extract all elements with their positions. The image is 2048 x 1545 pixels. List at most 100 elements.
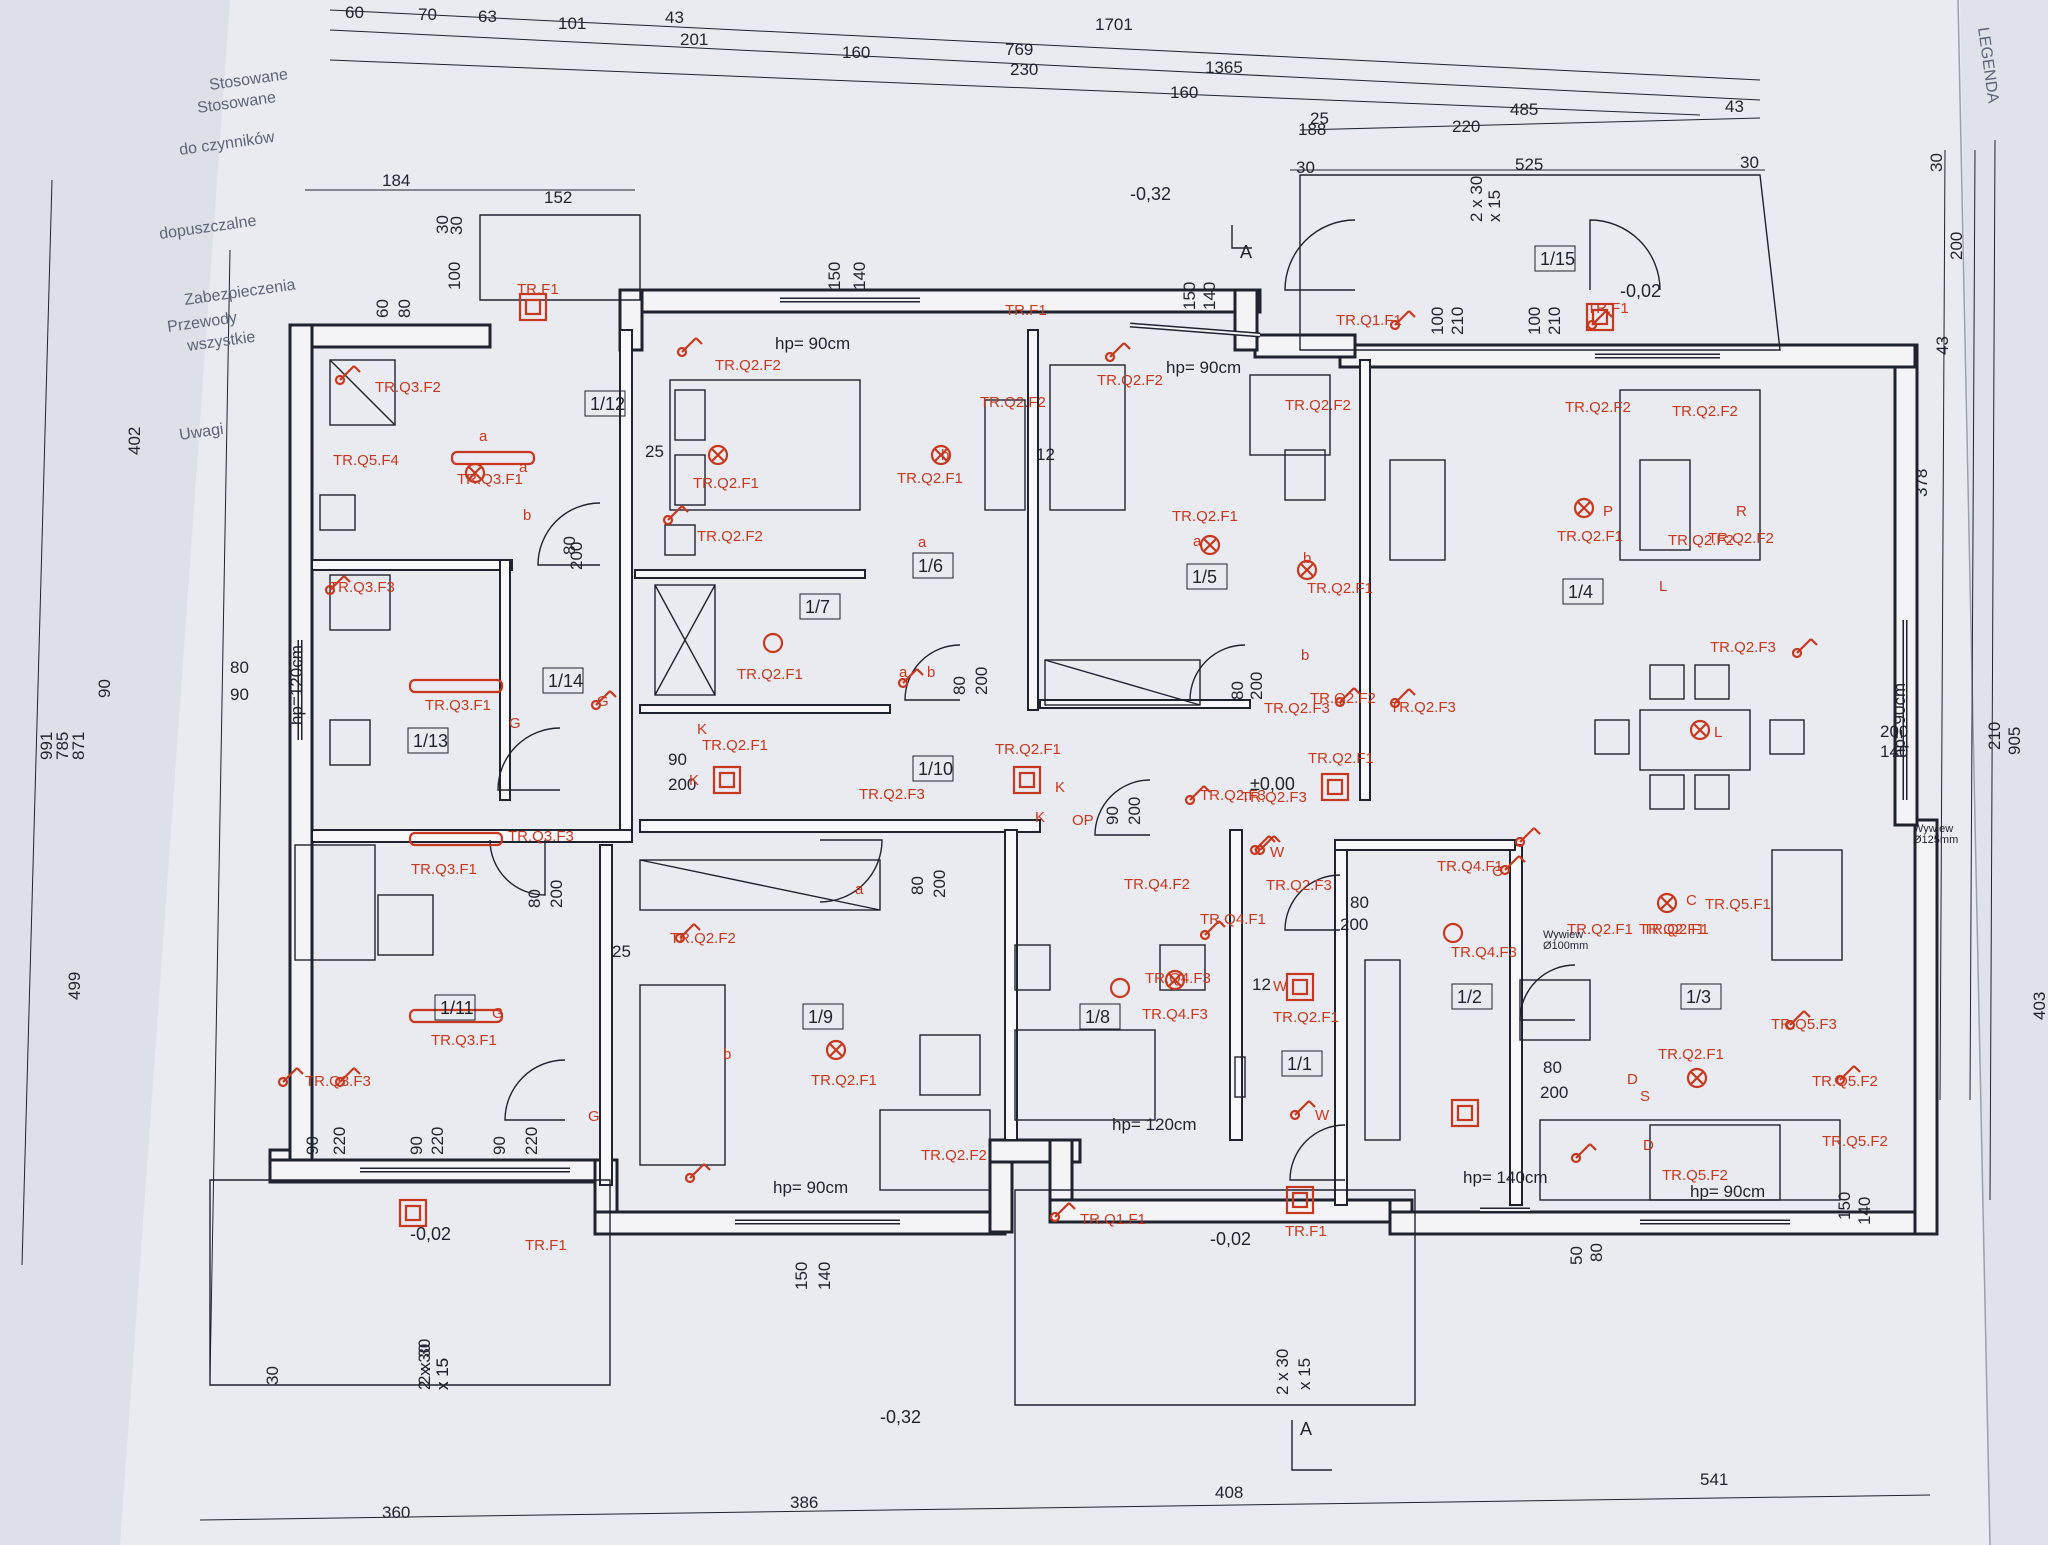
lamp-1_5-x2 <box>1203 538 1217 552</box>
electrical-label-2: TR.F1 <box>1587 300 1629 317</box>
dim-bottom-1: 386 <box>790 1493 818 1512</box>
dim-right-2: 43 <box>1933 336 1952 355</box>
electrical-label-26: TR.Q2.F2 <box>1310 690 1376 707</box>
lamp-1_9-x2 <box>829 1043 843 1057</box>
electrical-label-29: TR.Q2.F2 <box>670 930 736 947</box>
chair-1_5 <box>1284 449 1326 501</box>
iwall-closet-top <box>634 569 866 579</box>
dining-chair-5 <box>1594 719 1630 755</box>
annotation-2: Wywiew <box>1543 929 1583 941</box>
bed-1_6 <box>669 379 861 511</box>
electrical-label-10: TR.Q2.F1 <box>1307 580 1373 597</box>
washer-1_12 <box>319 494 356 531</box>
dim-opening-48: x 15 <box>1295 1358 1314 1390</box>
symbol-letter-7: b <box>523 507 531 524</box>
electrical-label-3: TR.F1 <box>525 1237 567 1254</box>
dim-left-top-1: 152 <box>544 188 572 207</box>
dim-opening-47: 2 x 30 <box>1273 1349 1292 1395</box>
dining-chair-6 <box>1769 719 1805 755</box>
room-label-1: 1/2 <box>1457 987 1482 1007</box>
symbol-letter-18: K <box>1035 809 1045 826</box>
dim-top3-0: 25 <box>1310 109 1329 128</box>
dim-opening-36: 100 <box>1428 307 1447 335</box>
switch-5-dot <box>662 514 674 526</box>
dim-line-right-3 <box>1989 139 1996 1201</box>
shower-1_12 <box>329 359 396 426</box>
electrical-label-47: TR.Q3.F3 <box>329 579 395 596</box>
dim-top2-3: 230 <box>1010 60 1038 79</box>
room-label-8: 1/9 <box>808 1007 833 1027</box>
switch-15-dot <box>1791 647 1803 659</box>
switch-16-dot <box>1784 1019 1796 1031</box>
wall-north-entry <box>1253 333 1357 359</box>
annotation-3: Ø100mm <box>1543 940 1588 952</box>
dim-top1-2: 63 <box>478 7 497 26</box>
junction-1_10-a <box>712 765 742 795</box>
switch-3-dot <box>334 1076 346 1088</box>
dim-top2-1: 160 <box>842 43 870 62</box>
dim-left-0: 991 <box>37 732 56 760</box>
door-swing-1_5 <box>1189 644 1246 701</box>
room-label-11: 1/12 <box>590 394 625 414</box>
room-label-13: 1/14 <box>548 671 583 691</box>
sill-height-1: hp= 90cm <box>1166 358 1241 377</box>
lamp-1_6-b <box>707 444 729 466</box>
dim-left-2: 871 <box>69 732 88 760</box>
dim-top1-0: 60 <box>345 3 364 22</box>
electrical-label-25: TR.Q2.F2 <box>1285 397 1351 414</box>
room-label-12: 1/13 <box>413 731 448 751</box>
dim-opening-1: 140 <box>850 262 869 290</box>
room-box-7 <box>1079 1003 1121 1030</box>
electrical-label-20: TR.Q2.F1 <box>1567 921 1633 938</box>
dim-opening-33: 200 <box>668 775 696 794</box>
electrical-label-43: TR.Q3.F1 <box>411 861 477 878</box>
iwall-1_8-east <box>1229 829 1243 1141</box>
dim-right-3: 378 <box>1912 469 1931 497</box>
junction-1_4-inner <box>1326 778 1344 796</box>
wall-north-mid <box>638 288 1262 314</box>
door-swing-1_8 <box>1094 779 1151 836</box>
dim-opening-35: 90 <box>230 685 249 704</box>
room-box-6 <box>799 593 841 620</box>
section-arrow-top <box>1231 225 1252 249</box>
iwall-corridor-west <box>619 329 633 831</box>
junction-1_1 <box>1285 972 1315 1002</box>
dim-opening-8: 150 <box>792 1262 811 1290</box>
armchair-1_11 <box>377 894 434 956</box>
symbol-letter-6: b <box>941 447 949 464</box>
dim-opening-4: 150 <box>1835 1192 1854 1220</box>
switch-17-dot <box>1834 1074 1846 1086</box>
iwall-bath-top <box>311 559 513 571</box>
sill-height-6: hp= 140cm <box>1463 1168 1548 1187</box>
room-label-5: 1/6 <box>918 556 943 576</box>
dim-bottom-0: 360 <box>382 1503 410 1522</box>
dim-opening-50: x 15 <box>433 1358 452 1390</box>
dim-left-6: 60 <box>373 299 392 318</box>
dim-opening-17: 200 <box>567 542 586 570</box>
symbol-letter-21: L <box>1659 578 1667 595</box>
lamp-1_5 <box>1199 534 1221 556</box>
dim-top2-0: 201 <box>680 30 708 49</box>
switch-20-dot <box>674 932 686 944</box>
symbol-letter-8: b <box>723 1046 731 1063</box>
symbol-letter-32: OP <box>1072 812 1094 829</box>
electrical-label-15: TR.Q2.F1 <box>702 737 768 754</box>
dim-opening-2: 150 <box>1180 282 1199 310</box>
junction-1_2-inner <box>1456 1104 1474 1122</box>
desk-1_9 <box>879 1109 991 1191</box>
lamp-1_2 <box>1442 922 1464 944</box>
dim-right-8: 403 <box>2030 992 2048 1020</box>
dim-top2-5: 160 <box>1170 83 1198 102</box>
sill-height-4: hp= 90cm <box>1890 683 1909 758</box>
cabinet-1_4 <box>1389 459 1446 561</box>
room-box-10 <box>434 994 476 1021</box>
wardrobe-1_5-cross <box>1044 659 1201 706</box>
dim-opening-45: 2 x 30 <box>1467 176 1486 222</box>
toilet-1_8 <box>1014 944 1051 991</box>
section-mark-0: A <box>1240 242 1252 262</box>
electrical-label-21: TR.Q2.F1 <box>1643 921 1709 938</box>
switch-13-dot <box>1289 1109 1301 1121</box>
electrical-label-7: TR.Q2.F1 <box>897 470 963 487</box>
dim-top1-5: 1701 <box>1095 15 1133 34</box>
